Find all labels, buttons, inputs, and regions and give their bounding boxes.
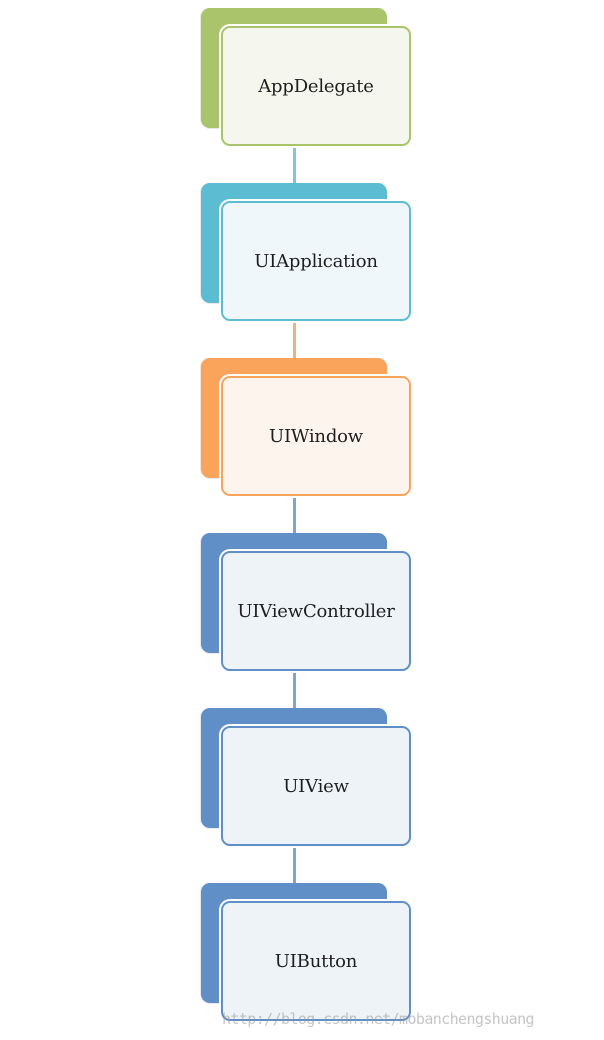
node-appdelegate: AppDelegate	[199, 8, 413, 148]
node-front-shape	[221, 376, 411, 496]
connector-uiviewcontroller-uiview	[293, 671, 296, 709]
node-label: UIWindow	[269, 425, 363, 447]
node-front-shape	[221, 26, 411, 146]
node-front-shape	[221, 726, 411, 846]
node-front-shape	[221, 901, 411, 1021]
node-uiwindow: UIWindow	[199, 358, 413, 498]
node-label: UIViewController	[237, 600, 395, 622]
node-front-shape	[221, 551, 411, 671]
connector-appdelegate-uiapplication	[293, 146, 296, 184]
node-label: UIApplication	[254, 250, 378, 272]
node-uiviewcontroller: UIViewController	[199, 533, 413, 673]
node-uiapplication: UIApplication	[199, 183, 413, 323]
node-uiview: UIView	[199, 708, 413, 848]
node-label: UIButton	[274, 950, 358, 972]
node-label: AppDelegate	[258, 75, 374, 97]
connector-uiwindow-uiviewcontroller	[293, 496, 296, 534]
node-front-shape	[221, 201, 411, 321]
node-label: UIView	[283, 775, 349, 797]
connector-uiapplication-uiwindow	[293, 321, 296, 359]
node-uibutton: UIButton	[199, 883, 413, 1023]
connector-uiview-uibutton	[293, 846, 296, 884]
watermark-text: http://blog.csdn.net/mobanchengshuang	[222, 1010, 535, 1028]
